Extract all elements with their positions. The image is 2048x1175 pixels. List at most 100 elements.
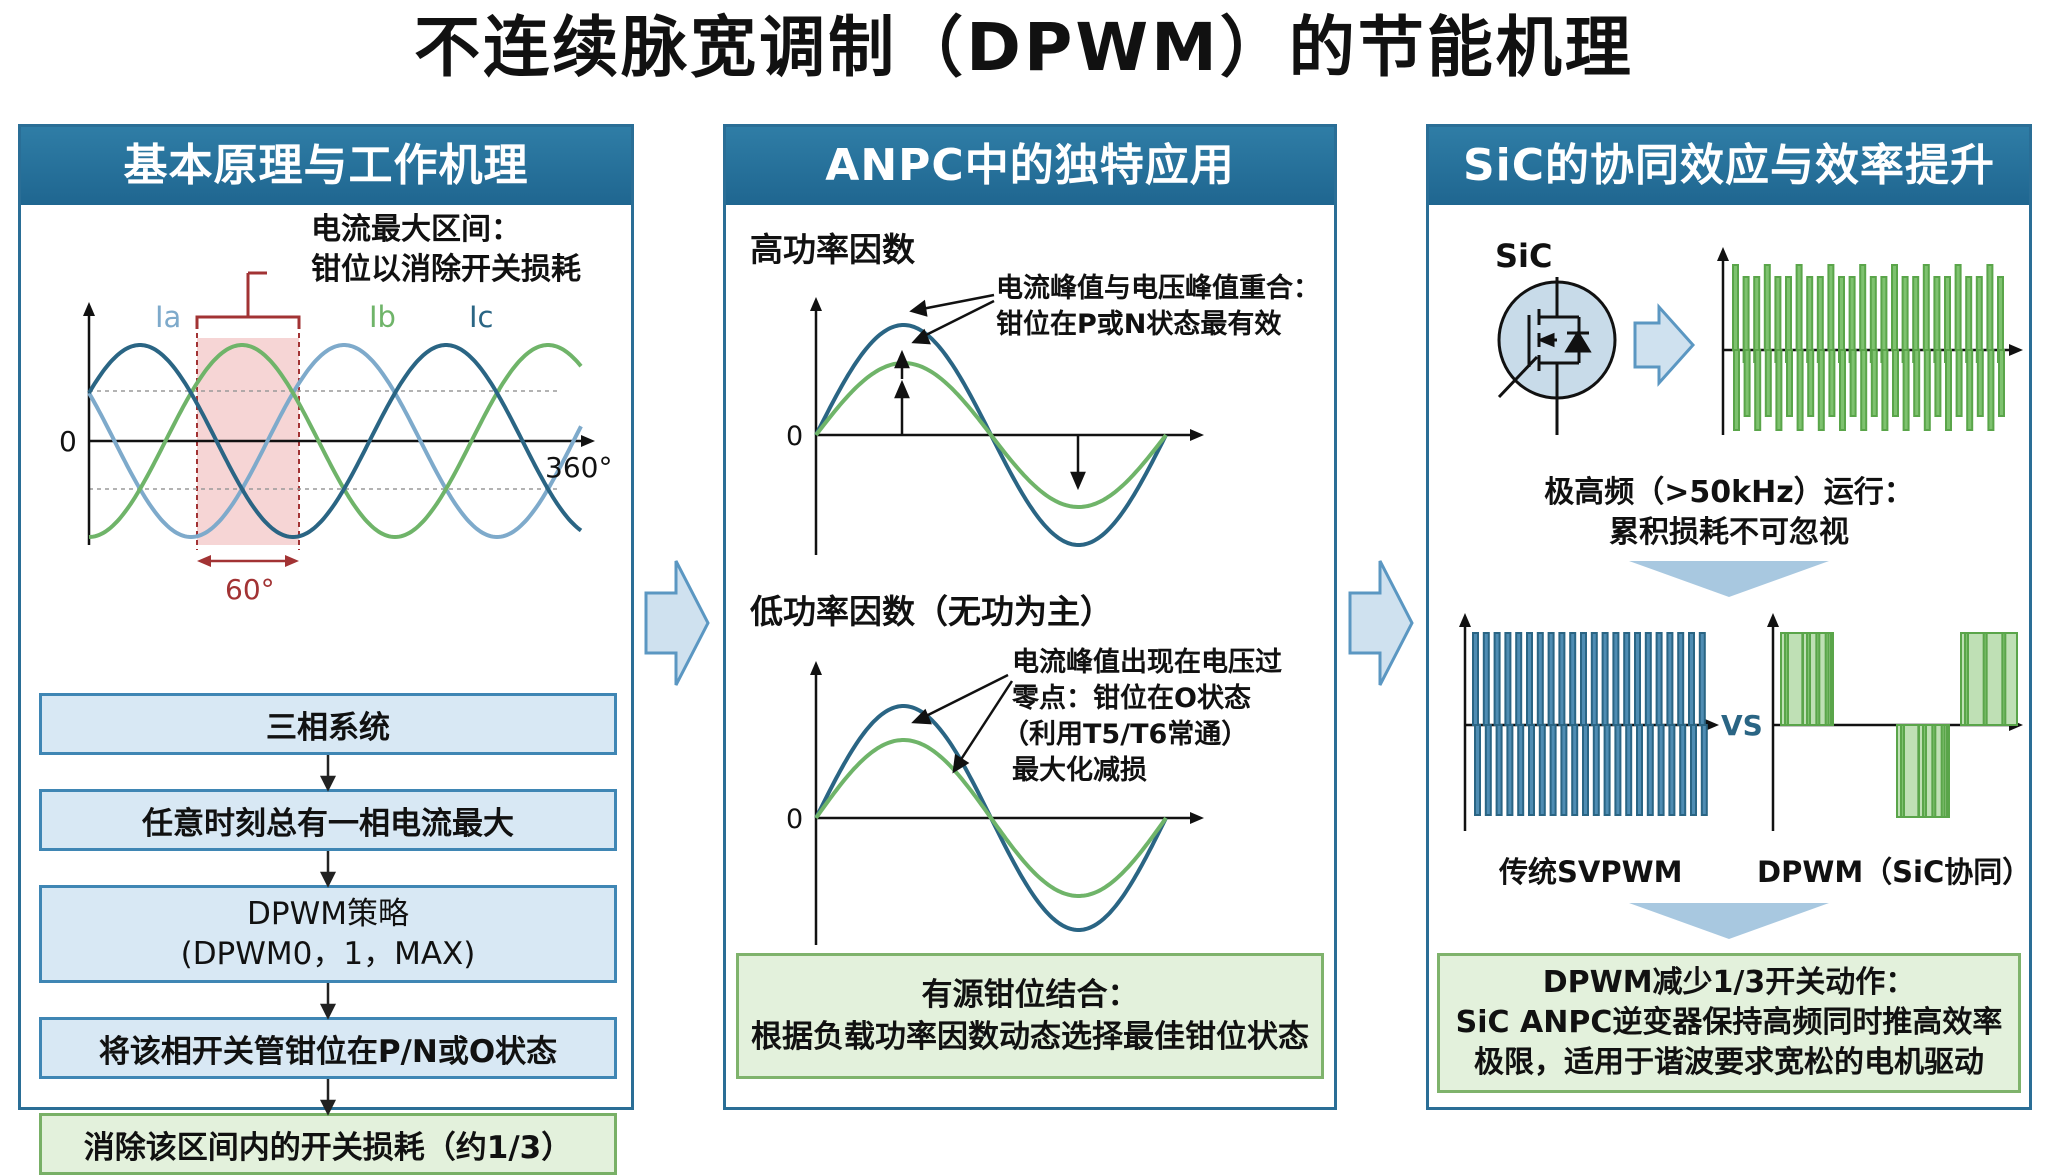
pwm-pulse [1998, 349, 2005, 417]
pwm-pulse [1922, 724, 1927, 818]
pwm-pulse [1807, 349, 1815, 417]
low-pf-note-line2: 零点：钳位在O状态 [1011, 682, 1251, 714]
pwm-pulse [1806, 632, 1811, 726]
pwm-pulse [1582, 724, 1589, 816]
pwm-pulse [1817, 349, 1825, 431]
pwm-pulse [1679, 724, 1687, 816]
high-frequency-pwm-pulses [1732, 264, 2005, 431]
pwm-pulse [1931, 724, 1937, 818]
pwm-pulse [1677, 632, 1685, 726]
high-pf-chart: 电流峰值与电压峰值重合： 钳位在P或N状态最有效 0 [786, 272, 1320, 555]
down-chevron-2 [1629, 903, 1829, 939]
pwm-pulse [1515, 632, 1523, 726]
freq-line2: 累积损耗不可忽视 [1609, 515, 1849, 550]
page-title: 不连续脉宽调制（DPWM）的节能机理 [414, 9, 1634, 86]
pwm-pulse [1754, 349, 1762, 431]
pwm-pulse [1732, 264, 1739, 351]
label-ic: Ic [469, 300, 494, 334]
pwm-pulse [1795, 264, 1803, 351]
interval-bracket [195, 273, 301, 329]
pwm-pulse [1560, 724, 1568, 816]
flow-three-phase-text: 三相系统 [266, 709, 390, 746]
pwm-pulse [1913, 349, 1921, 417]
pwm-pulse [1960, 632, 2018, 726]
pwm-pulse [1634, 632, 1641, 726]
pwm-pulse [1891, 264, 1898, 351]
pwm-pulse [1987, 349, 1995, 431]
pwm-pulse [1592, 724, 1600, 816]
phase-c-current-curve [88, 343, 583, 540]
pwm-pulse [1482, 632, 1490, 726]
dpwm-label: DPWM（SiC协同） [1757, 855, 2032, 889]
flow-arrows [319, 755, 337, 1116]
pwm-pulse [1934, 349, 1942, 417]
pwm-pulse [1764, 349, 1772, 417]
high-pf-note-line1: 电流峰值与电压峰值重合： [996, 272, 1320, 304]
sic-conclusion-line2: SiC ANPC逆变器保持高频同时推高效率 [1455, 1005, 2003, 1040]
sic-conclusion-line3: 极限，适用于谐波要求宽松的电机驱动 [1474, 1045, 1984, 1080]
pwm-pulse [1870, 349, 1878, 417]
low-pf-note-line1: 电流峰值出现在电压过 [1012, 647, 1282, 678]
high-pf-note-line2: 钳位在P或N状态最有效 [996, 308, 1281, 340]
phase-b-current-curve [87, 343, 583, 540]
panel1-body: 电流最大区间： 钳位以消除开关损耗 Ia Ib Ic 0 360° 60° 三相… [21, 205, 631, 1175]
down-chevron-1 [1629, 561, 1829, 597]
pwm-pulse [1982, 632, 1988, 726]
pwm-pulse [1922, 264, 1930, 351]
pwm-pulse [1612, 632, 1620, 726]
pwm-pulse [1666, 632, 1674, 726]
low-pf-title: 低功率因数（无功为主） [750, 592, 1113, 631]
angle-label: 60° [225, 573, 275, 606]
pwm-pulse [1580, 632, 1587, 726]
active-clamp-note: 有源钳位结合： 根据负载功率因数动态选择最佳钳位状态 [736, 953, 1324, 1079]
pwm-pulse [1827, 264, 1835, 351]
panel3-body: SiC [1429, 205, 2032, 1107]
pwm-pulse [1784, 632, 1789, 726]
pwm-pulse [1796, 349, 1804, 431]
low-pf-chart: 电流峰值出现在电压过 零点：钳位在O状态 （利用T5/T6常通） 最大化减损 0 [786, 647, 1282, 945]
low-pf-current-curve [814, 738, 1168, 898]
panel-arrow-1 [644, 560, 710, 686]
pwm-pulse [1690, 724, 1697, 816]
pwm-pulse [1860, 349, 1868, 431]
flow-dpwm-line1: DPWM策略 [247, 896, 409, 932]
pwm-pulse [1569, 632, 1577, 726]
pwm-pulse [1964, 632, 1969, 726]
pwm-pulse [1558, 632, 1566, 726]
pwm-pulse [1881, 349, 1889, 431]
pwm-pulse [1902, 349, 1910, 431]
low-pf-zero: 0 [786, 804, 803, 835]
pwm-pulse [1472, 632, 1479, 726]
pwm-pulse [1733, 349, 1740, 431]
panel2-body: 高功率因数 电流峰值与电压峰值重合： 钳位在P或N状态最有效 0 低功率因数（无… [726, 205, 1334, 1107]
mosfet-icon [1497, 277, 1617, 435]
active-clamp-line1: 有源钳位结合： [921, 977, 1139, 1013]
pwm-pulse [1763, 264, 1771, 351]
freq-line1: 极高频（>50kHz）运行： [1544, 475, 1914, 510]
pwm-pulse [1623, 632, 1631, 726]
pwm-pulse [1547, 632, 1555, 726]
pwm-pulse [1493, 632, 1501, 726]
compare-diagram: VS [1459, 613, 2023, 831]
pwm-pulse [1517, 724, 1525, 816]
bracket-label-line1: 电流最大区间： [311, 212, 521, 247]
pwm-pulse [1668, 724, 1676, 816]
pwm-pulse [1601, 632, 1609, 726]
sic-right-arrow [1633, 303, 1696, 387]
low-pf-note-line3: （利用T5/T6常通） [1002, 719, 1248, 750]
pwm-pulse [1688, 632, 1695, 726]
active-clamp-line2: 根据负载功率因数动态选择最佳钳位状态 [751, 1019, 1309, 1055]
high-pf-title: 高功率因数 [750, 230, 915, 269]
panel3-header: SiC的协同效应与效率提升 [1429, 127, 2029, 205]
flow-max-current-text: 任意时刻总有一相电流最大 [142, 805, 514, 842]
pwm-pulse [1824, 632, 1830, 726]
pwm-pulse [1859, 264, 1867, 351]
flow-max-current: 任意时刻总有一相电流最大 [39, 789, 617, 851]
pwm-pulse [1700, 724, 1708, 816]
pwm-pulse [1614, 724, 1622, 816]
pwm-pulse [1945, 349, 1952, 431]
pwm-pulse [1536, 632, 1544, 726]
label-ib: Ib [369, 300, 396, 334]
pwm-pulse [1590, 632, 1598, 726]
dpwm-pulses [1780, 632, 2018, 818]
